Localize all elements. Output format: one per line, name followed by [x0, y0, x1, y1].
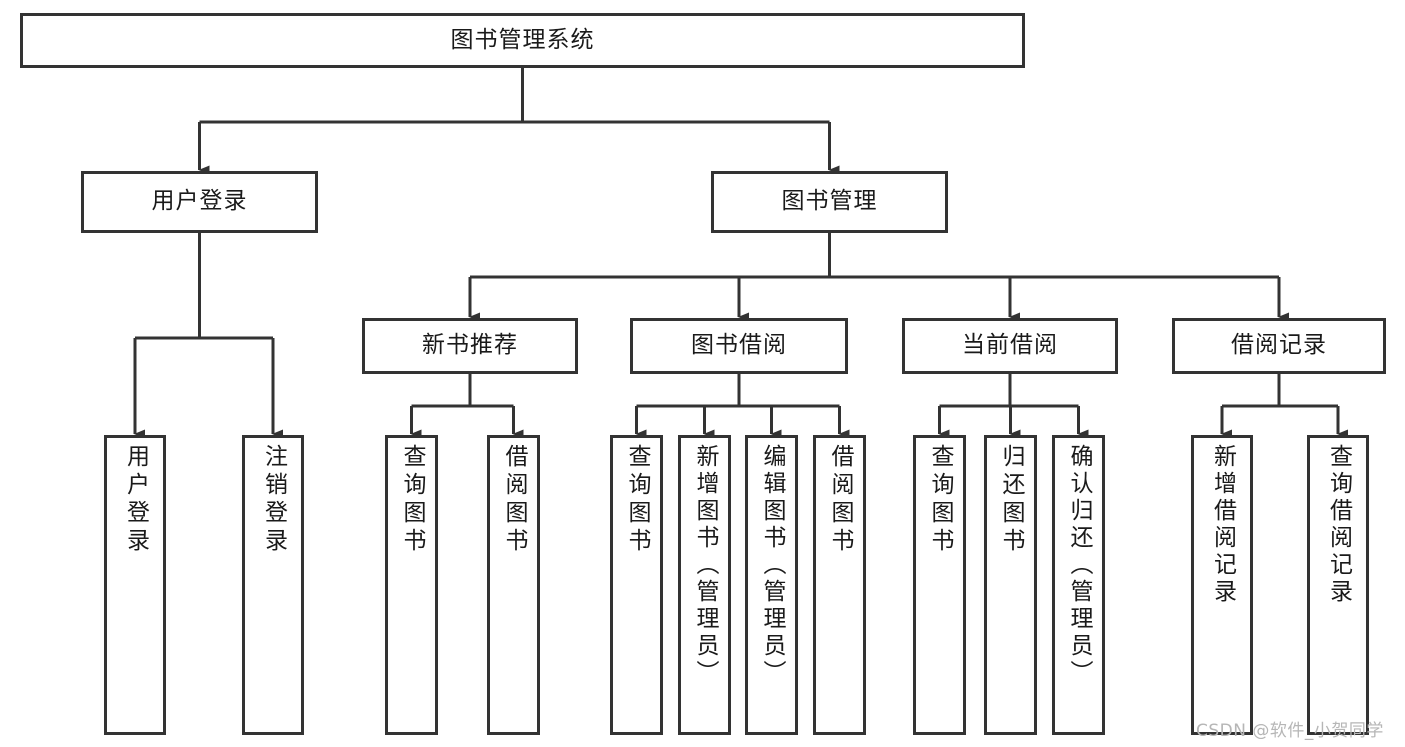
node-leaf-confirm[interactable]: 确认归还（管理员）: [1052, 435, 1105, 735]
node-book-borrow[interactable]: 图书借阅: [630, 318, 848, 374]
node-leaf-borrow-1[interactable]: 借阅图书: [487, 435, 540, 735]
node-new-book-rec[interactable]: 新书推荐: [362, 318, 578, 374]
node-label: 新增图书（管理员）: [692, 444, 718, 687]
node-leaf-query-rec[interactable]: 查询借阅记录: [1307, 435, 1369, 735]
node-leaf-return[interactable]: 归还图书: [984, 435, 1037, 735]
node-leaf-borrow-2[interactable]: 借阅图书: [813, 435, 866, 735]
node-leaf-add-book[interactable]: 新增图书（管理员）: [678, 435, 731, 735]
node-label: 图书借阅: [691, 332, 787, 359]
node-leaf-query-2[interactable]: 查询图书: [610, 435, 663, 735]
node-root[interactable]: 图书管理系统: [20, 13, 1025, 68]
node-label: 借阅图书: [501, 444, 527, 556]
node-label: 确认归还（管理员）: [1066, 444, 1092, 687]
node-label: 图书管理系统: [450, 26, 595, 53]
node-current-borrow[interactable]: 当前借阅: [902, 318, 1118, 374]
node-label: 查询图书: [399, 444, 425, 556]
node-book-manage[interactable]: 图书管理: [711, 171, 948, 233]
watermark-text: CSDN @软件_小贺同学: [1196, 721, 1384, 741]
node-leaf-edit-book[interactable]: 编辑图书（管理员）: [745, 435, 798, 735]
node-label: 归还图书: [998, 444, 1024, 556]
node-label: 借阅图书: [827, 444, 853, 556]
node-leaf-query-3[interactable]: 查询图书: [913, 435, 966, 735]
node-leaf-logout[interactable]: 注销登录: [242, 435, 304, 735]
node-label: 用户登录: [122, 444, 149, 556]
node-label: 新书推荐: [422, 332, 518, 359]
node-label: 查询图书: [927, 444, 953, 556]
node-label: 查询借阅记录: [1325, 444, 1352, 606]
node-user-login[interactable]: 用户登录: [81, 171, 318, 233]
node-leaf-add-rec[interactable]: 新增借阅记录: [1191, 435, 1253, 735]
node-label: 图书管理: [781, 188, 878, 215]
node-label: 新增借阅记录: [1209, 444, 1236, 606]
node-label: 当前借阅: [962, 332, 1058, 359]
edge-paths: [133, 68, 1348, 439]
node-label: 注销登录: [260, 444, 287, 556]
node-label: 用户登录: [151, 188, 248, 215]
node-leaf-query-1[interactable]: 查询图书: [385, 435, 438, 735]
node-label: 查询图书: [624, 444, 650, 556]
node-label: 借阅记录: [1231, 332, 1327, 359]
node-leaf-user-login[interactable]: 用户登录: [104, 435, 166, 735]
node-label: 编辑图书（管理员）: [759, 444, 785, 687]
node-borrow-record[interactable]: 借阅记录: [1172, 318, 1386, 374]
